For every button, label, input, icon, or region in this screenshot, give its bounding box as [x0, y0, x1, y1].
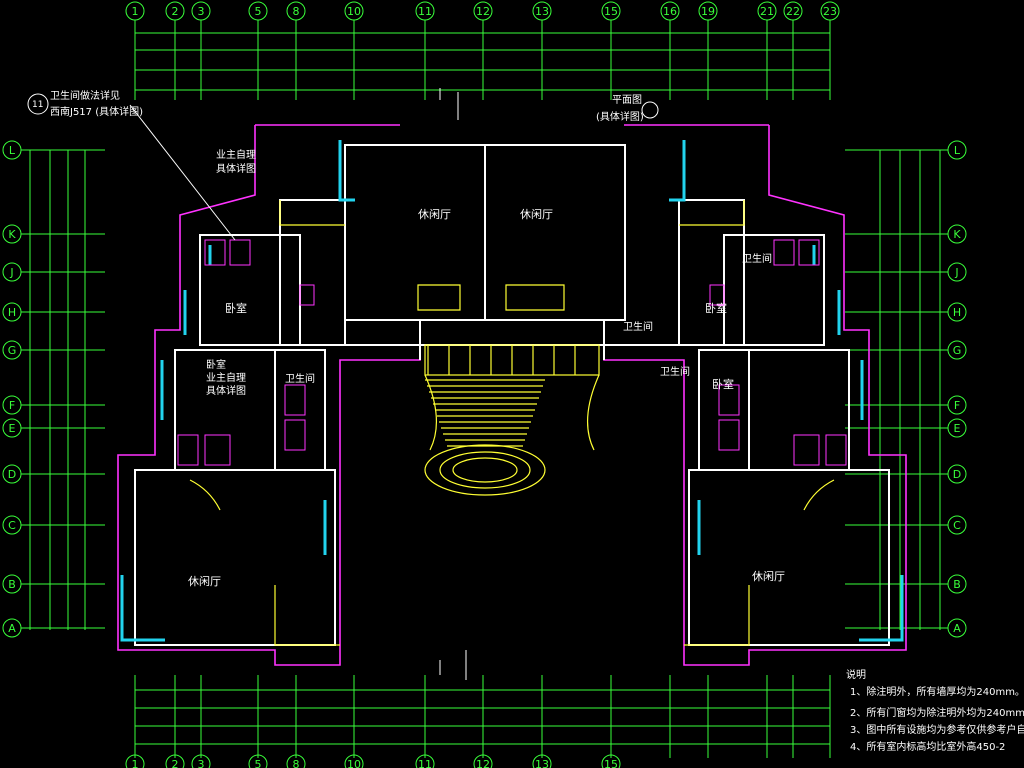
building-outline — [117, 124, 907, 666]
grid-row-F-right: F — [954, 399, 960, 412]
grid-row-J-right: J — [954, 266, 958, 279]
grid-col-19-top: 19 — [701, 5, 715, 18]
callout-right-line1: 平面图 — [612, 94, 642, 106]
room-living-bottom-right: 休闲厅 — [752, 569, 785, 583]
room-bedroom-right: 卧室 — [705, 301, 727, 315]
grid-col-12-top: 12 — [476, 5, 490, 18]
grid-col-22-top: 22 — [786, 5, 800, 18]
room-bath-small-right: 卫生间 — [623, 320, 653, 333]
grid-col-10-top: 10 — [347, 5, 361, 18]
notes-item-1: 1、除注明外，所有墙厚均为240mm。 — [850, 685, 1024, 698]
grid-col-13-top: 13 — [535, 5, 549, 18]
grid-row-L-left: L — [9, 144, 16, 157]
grid-row-H-right: H — [953, 306, 961, 319]
interior-walls — [134, 144, 890, 646]
grid-col-10-bottom: 10 — [347, 758, 361, 768]
windows — [120, 140, 904, 642]
room-bedroom-left: 卧室 — [225, 301, 247, 315]
left-grid-bubbles: L K J H G FE D C B A — [2, 140, 22, 638]
axis-markers — [439, 88, 467, 680]
grid-col-15-top: 15 — [604, 5, 618, 18]
grid-row-G-right: G — [953, 344, 962, 357]
grid-row-H-left: H — [8, 306, 16, 319]
grid-row-J-left: J — [9, 266, 13, 279]
grid-row-A-left: A — [8, 622, 16, 635]
grid-row-B-left: B — [8, 578, 16, 591]
room-living-top-left: 休闲厅 — [418, 207, 451, 221]
grid-row-A-right: A — [953, 622, 961, 635]
room-bath-small-right2: 卫生间 — [742, 252, 772, 265]
callout-right-line2: (具体详图) — [596, 110, 644, 123]
room-living-top-right: 休闲厅 — [520, 207, 553, 221]
notes-item-4: 4、所有室内标高均比室外高450-2 — [850, 740, 1005, 753]
grid-col-8-bottom: 8 — [293, 758, 300, 768]
room-bedroom-mid-right: 卧室 — [712, 377, 734, 391]
grid-col-2-top: 2 — [172, 5, 179, 18]
callout-left-line1: 卫生间做法详见 — [50, 89, 120, 102]
grid-row-C-left: C — [8, 519, 16, 532]
room-labels: 休闲厅 休闲厅 卧室 卧室 卧室 卫生间 卫生间 卫生间 卫生间 休闲厅 休闲厅 — [188, 207, 785, 588]
notes-title: 说明 — [846, 668, 866, 681]
central-stairs — [189, 200, 835, 646]
mid-left-note2: 业主自理 — [206, 371, 246, 384]
grid-col-1-top: 1 — [132, 5, 139, 18]
grid-row-K-right: K — [953, 228, 961, 241]
notes-block: 说明 1、除注明外，所有墙厚均为240mm。 2、所有门窗均为除注明外均为240… — [846, 668, 1024, 753]
grid-col-5-top: 5 — [255, 5, 262, 18]
grid-col-12-bottom: 12 — [476, 758, 490, 768]
mid-left-note1: 卧室 — [206, 358, 226, 371]
grid-col-5-bottom: 5 — [255, 758, 262, 768]
grid-row-F-left: F — [9, 399, 15, 412]
notes-item-3: 3、图中所有设施均为参考仅供参考户自理。 — [850, 723, 1024, 736]
fixtures — [177, 239, 847, 466]
grid-col-13-bottom: 13 — [535, 758, 549, 768]
grid-col-15-bottom: 15 — [604, 758, 618, 768]
top-grid — [134, 20, 831, 100]
grid-row-C-right: C — [953, 519, 961, 532]
grid-col-23-top: 23 — [823, 5, 837, 18]
grid-col-16-top: 16 — [663, 5, 677, 18]
grid-row-K-left: K — [8, 228, 16, 241]
grid-col-3-bottom: 3 — [198, 758, 205, 768]
upper-left-note2: 具体详图 — [216, 162, 256, 175]
grid-row-G-left: G — [8, 344, 17, 357]
notes-item-2: 2、所有门窗均为除注明外均为240mm。 — [850, 706, 1024, 719]
grid-col-2-bottom: 2 — [172, 758, 179, 768]
bottom-grid — [134, 675, 831, 758]
grid-row-L-right: L — [954, 144, 961, 157]
room-living-bottom-left: 休闲厅 — [188, 574, 221, 588]
grid-row-D-left: D — [8, 468, 16, 481]
grid-row-E-right: E — [954, 422, 961, 435]
callout-left-line2: 西南J517 (具体详图) — [50, 105, 143, 118]
grid-row-D-right: D — [953, 468, 961, 481]
grid-col-11-top: 11 — [418, 5, 432, 18]
room-bath-left: 卫生间 — [285, 372, 315, 385]
mid-left-note3: 具体详图 — [206, 384, 246, 397]
callouts: 11 卫生间做法详见 西南J517 (具体详图) 平面图 (具体详图) 业主自理… — [27, 89, 659, 397]
grid-row-E-left: E — [9, 422, 16, 435]
grid-col-1-bottom: 1 — [132, 758, 139, 768]
callout-left-num: 11 — [32, 100, 43, 110]
side-dims — [21, 149, 948, 630]
grid-col-8-top: 8 — [293, 5, 300, 18]
grid-row-B-right: B — [953, 578, 961, 591]
grid-col-21-top: 21 — [760, 5, 774, 18]
right-grid-bubbles: L K J H G FE D C B A — [947, 140, 967, 638]
grid-col-3-top: 3 — [198, 5, 205, 18]
room-bath-right: 卫生间 — [660, 365, 690, 378]
upper-left-note1: 业主自理 — [216, 148, 256, 161]
grid-col-11-bottom: 11 — [418, 758, 432, 768]
